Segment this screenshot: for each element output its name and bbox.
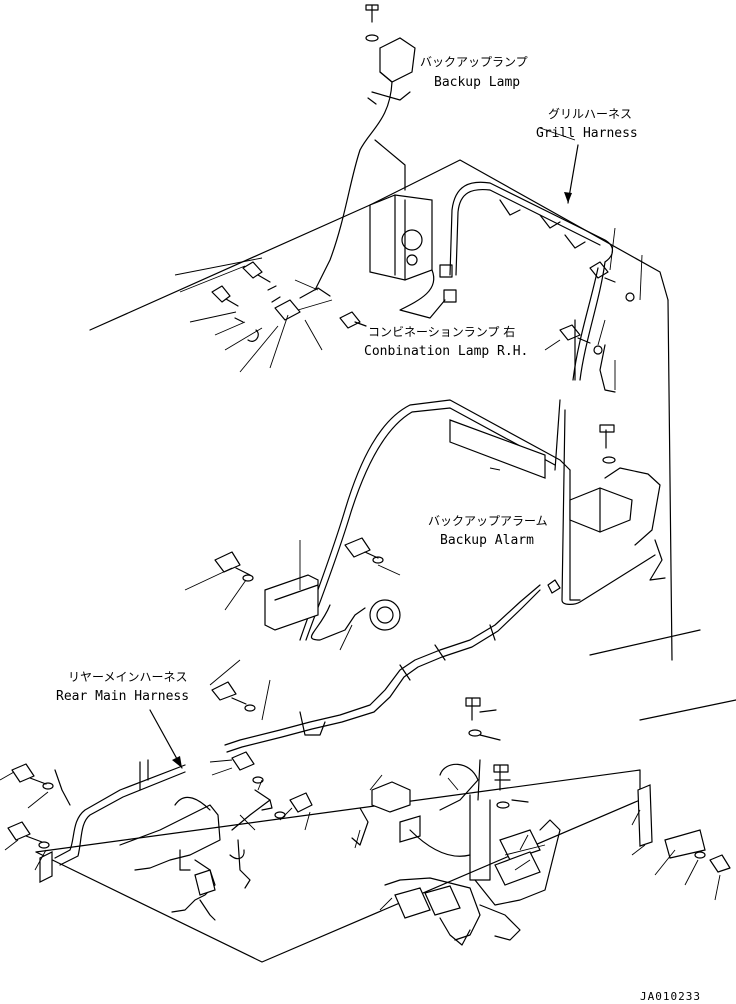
rear-main-harness-arrow bbox=[149, 709, 183, 769]
lower-left-fasteners bbox=[0, 659, 313, 871]
mid-left-fasteners bbox=[184, 467, 501, 651]
backup-lamp-label-en: Backup Lamp bbox=[434, 75, 520, 90]
rear-main-harness bbox=[39, 759, 273, 921]
grill-harness bbox=[449, 181, 616, 393]
grill-harness-label-jp: グリルハーネス bbox=[548, 107, 632, 121]
grill-harness-label-en: Grill Harness bbox=[536, 126, 638, 141]
combination-lamp-label-en: Conbination Lamp R.H. bbox=[364, 344, 528, 359]
combination-lamp bbox=[369, 194, 457, 319]
rear-main-harness-label-en: Rear Main Harness bbox=[56, 689, 189, 704]
backup-alarm-harness bbox=[299, 399, 666, 641]
body-panel-outline bbox=[35, 159, 736, 963]
relay-bundle bbox=[351, 697, 561, 946]
backup-alarm-label-jp: バックアップアラーム bbox=[428, 514, 548, 528]
lower-right-bracket bbox=[631, 784, 731, 901]
combination-lamp-label-jp: コンビネーションランプ 右 bbox=[368, 324, 515, 339]
rear-main-harness-label-jp: リヤーメインハーネス bbox=[68, 670, 188, 684]
backup-alarm-label-en: Backup Alarm bbox=[440, 533, 534, 548]
drawing-code: JA010233 bbox=[640, 990, 701, 1003]
mid-harness bbox=[224, 574, 561, 753]
upper-left-fasteners bbox=[211, 261, 635, 355]
backup-lamp-label-jp: バックアップランプ bbox=[420, 55, 528, 69]
leader-lines-upper bbox=[174, 127, 643, 390]
backup-lamp bbox=[314, 4, 416, 291]
grill-harness-arrow bbox=[564, 144, 579, 204]
